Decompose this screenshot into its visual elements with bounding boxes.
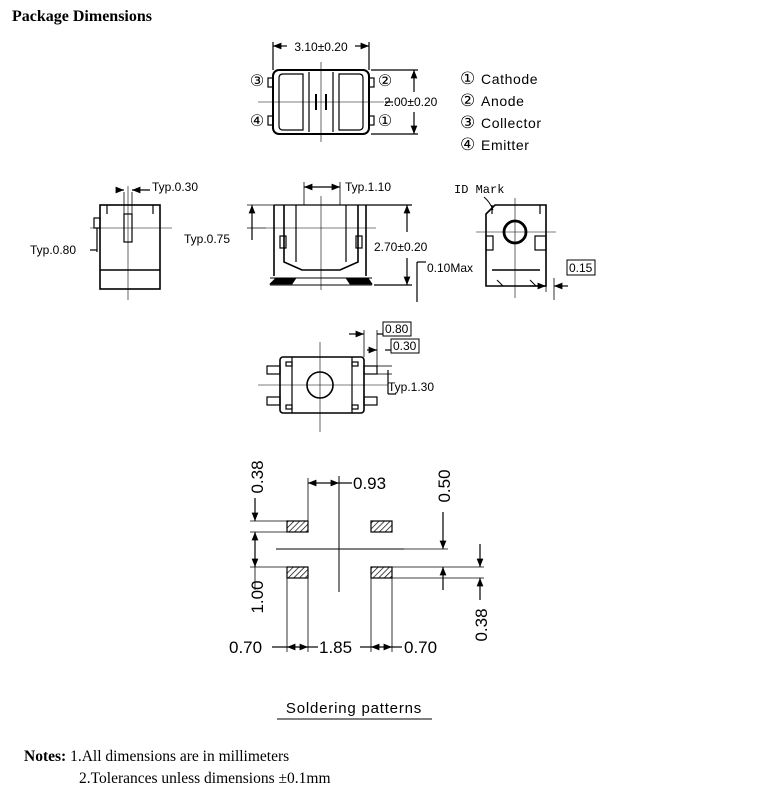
pin-legend: ① Cathode ② Anode ③ Collector ④ Emitter — [460, 69, 542, 154]
legend-num: ③ — [460, 113, 475, 132]
side-typ-080: Typ.0.80 — [30, 243, 76, 257]
solder-093: 0.93 — [353, 474, 386, 493]
notes: Notes: 1.All dimensions are in millimete… — [24, 746, 331, 790]
side-view — [90, 186, 172, 300]
front-height-dim: 2.70±0.20 — [374, 240, 428, 254]
note-1: 1.All dimensions are in millimeters — [70, 748, 290, 765]
end-id-mark: ID Mark — [454, 183, 504, 197]
legend-num: ① — [460, 69, 475, 88]
pin-1-label: ① — [378, 113, 392, 130]
end-view — [476, 196, 596, 300]
front-typ-110: Typ.1.10 — [345, 180, 391, 194]
soldering-pattern — [250, 476, 484, 720]
front-view — [247, 182, 426, 302]
top-view — [258, 42, 418, 142]
solder-050: 0.50 — [435, 469, 454, 502]
legend-name: Cathode — [481, 71, 538, 87]
legend-name: Emitter — [481, 137, 530, 153]
legend-name: Collector — [481, 115, 542, 131]
bottom-dim-030: 0.30 — [393, 339, 417, 353]
legend-name: Anode — [481, 93, 524, 109]
note-2: 2.Tolerances unless dimensions ±0.1mm — [79, 770, 331, 787]
solder-caption: Soldering patterns — [286, 700, 422, 717]
bottom-view — [258, 321, 420, 432]
pin-2-label: ② — [378, 73, 392, 90]
bottom-dim-080: 0.80 — [385, 322, 409, 336]
end-dim-015: 0.15 — [569, 261, 593, 275]
solder-100: 1.00 — [248, 580, 267, 613]
solder-070-left: 0.70 — [229, 638, 262, 657]
pin-4-label: ④ — [250, 113, 264, 130]
front-max-010: 0.10Max — [427, 261, 473, 275]
notes-row-1: Notes: 1.All dimensions are in millimete… — [24, 746, 331, 768]
legend-num: ④ — [460, 135, 475, 154]
side-typ-030: Typ.0.30 — [152, 180, 198, 194]
notes-label: Notes: — [24, 748, 67, 765]
front-typ-075: Typ.0.75 — [184, 232, 230, 246]
pin-3-label: ③ — [250, 73, 264, 90]
solder-185: 1.85 — [319, 638, 352, 657]
solder-038-bottom: 0.38 — [472, 608, 491, 641]
bottom-typ-130: Typ.1.30 — [388, 380, 434, 394]
solder-038-top: 0.38 — [248, 460, 267, 493]
page-title: Package Dimensions — [12, 8, 152, 25]
solder-070-right: 0.70 — [404, 638, 437, 657]
top-width-dim: 3.10±0.20 — [294, 40, 348, 54]
legend-num: ② — [460, 91, 475, 110]
top-height-dim: 2.00±0.20 — [384, 95, 438, 109]
